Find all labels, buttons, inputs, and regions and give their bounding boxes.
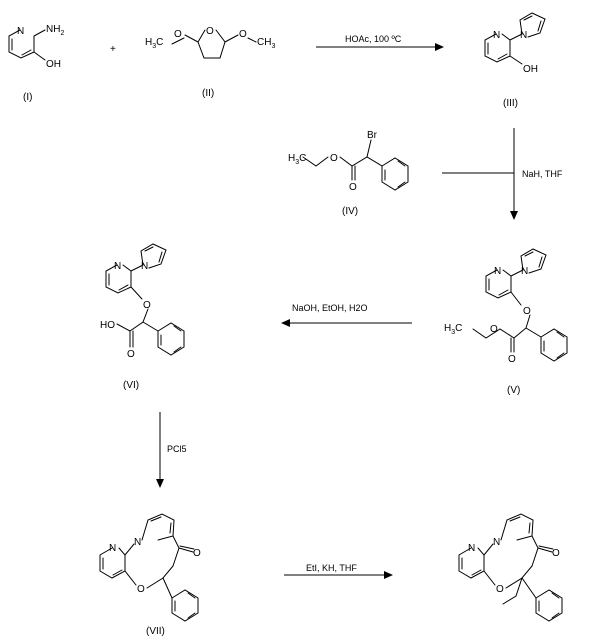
compound-VII-label: (VII) [146,626,165,637]
compound-IV-carbonyl-O: O [349,182,357,193]
compound-VI-label: (VI) [123,380,139,391]
compound-V-carbonyl-O: O [508,354,516,365]
compound-II-CH3-left: H3C [145,37,163,50]
compound-V-N-pyrrole: N [521,266,528,277]
step-3-arrow: NaOH, EtOH, H2O [281,303,412,327]
step-1-arrow: HOAc, 100 ºC [316,34,444,51]
step-2-conditions: NaH, THF [522,169,563,179]
compound-I-structure: N NH2 OH (I) [8,24,64,103]
compound-I-N: N [17,26,24,37]
compound-I-OH: OH [46,59,61,70]
compound-IV-structure: H3C O O Br (IV) [288,130,409,217]
compound-II-label: (II) [202,88,214,99]
final-product-ring-O: O [496,584,504,595]
compound-V-structure: N N O O O H3C (V) [444,248,568,396]
compound-V-N-pyridine: N [494,266,501,277]
compound-I-label: (I) [23,92,32,103]
step-1-conditions: HOAc, 100 ºC [345,34,402,44]
final-product-structure: N N O O [458,513,563,622]
compound-VII-carbonyl-O: O [193,548,201,559]
compound-VI-N-pyridine: N [114,261,121,272]
compound-III-structure: N N OH (III) [484,12,546,109]
compound-V-label: (V) [507,385,520,396]
compound-IV-label: (IV) [342,206,358,217]
step-4-arrow: PCl5 [156,412,187,488]
compound-V-ether-O: O [523,306,531,317]
compound-VI-HO: HO [100,320,115,331]
final-product-carbonyl-O: O [552,548,560,559]
compound-V-CH3: H3C [444,323,462,336]
compound-IV-CH3: H3C [288,153,306,166]
compound-I-NH2: NH2 [46,24,64,37]
compound-IV-Br: Br [367,130,378,141]
compound-VI-carbonyl-O: O [127,349,135,360]
compound-VII-N-pyridine: N [109,543,116,554]
compound-III-N-pyrrole: N [520,30,527,41]
final-product-N-pyrrole: N [493,537,500,548]
compound-VII-N-pyrrole: N [134,537,141,548]
compound-III-label: (III) [503,98,518,109]
compound-VI-N-pyrrole: N [141,261,148,272]
step-5-conditions: EtI, KH, THF [306,563,357,573]
compound-VII-structure: N N O O (VII) [99,513,201,637]
step-2-arrow: NaH, THF [442,128,563,220]
final-product-N-pyridine: N [468,543,475,554]
compound-II-structure: O O O H3C CH3 (II) [145,26,275,99]
step-3-conditions: NaOH, EtOH, H2O [292,303,368,313]
compound-VI-structure: N N O HO O (VI) [100,243,185,391]
compound-VI-ether-O: O [143,300,151,311]
compound-II-O-right: O [239,29,247,40]
compound-II-O-left: O [174,29,182,40]
compound-II-CH3-right: CH3 [257,37,275,50]
compound-VII-ring-O: O [137,584,145,595]
step-4-conditions: PCl5 [167,444,187,454]
plus-sign: + [110,44,116,55]
compound-V-ester-O: O [490,324,498,335]
compound-IV-ester-O: O [330,153,338,164]
compound-III-N-pyridine: N [493,30,500,41]
step-5-arrow: EtI, KH, THF [284,563,393,579]
compound-II-ring-O: O [206,26,214,37]
compound-III-OH: OH [523,64,538,75]
